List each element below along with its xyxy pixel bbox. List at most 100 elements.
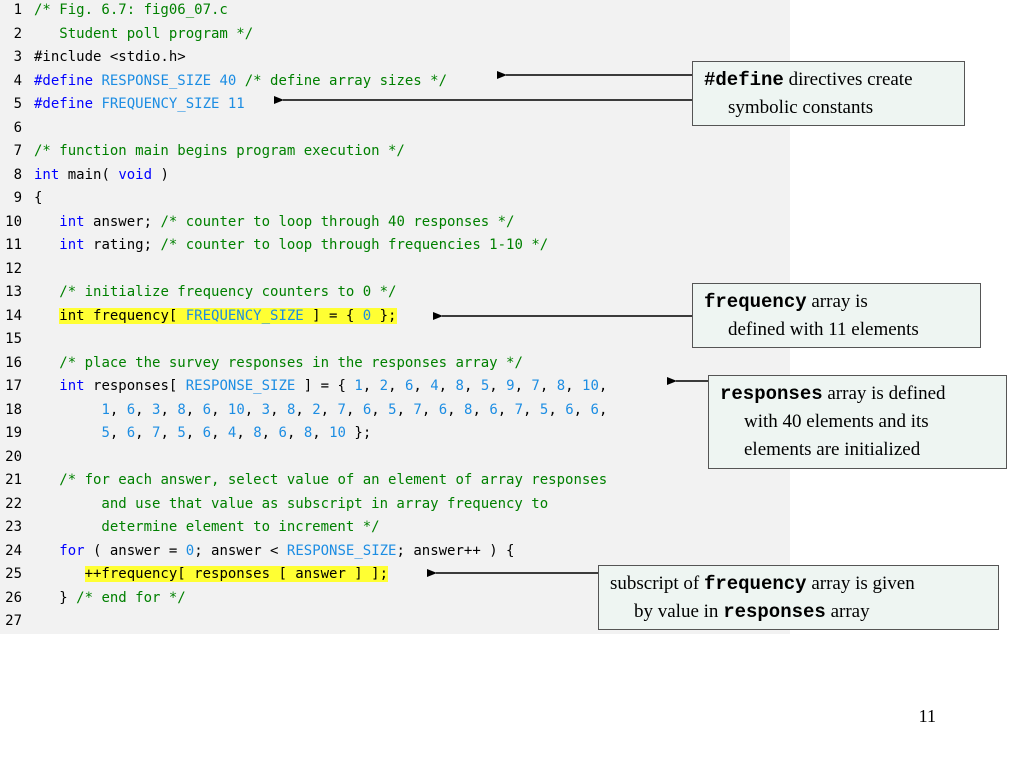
- code-line: 5, 6, 7, 5, 6, 4, 8, 6, 8, 10 };: [34, 423, 371, 443]
- code-token: 8: [177, 401, 186, 418]
- code-token: for: [59, 542, 85, 559]
- line-number: 22: [5, 495, 22, 512]
- line-number: 23: [5, 519, 22, 535]
- code-token: /* initialize frequency counters to 0 */: [59, 284, 397, 300]
- code-token: 10: [227, 401, 245, 418]
- callout-subscript-line2: by value in responses array: [610, 598, 990, 626]
- code-token: determine element to increment */: [34, 519, 380, 535]
- code-token: 2: [312, 401, 321, 418]
- code-token: 2: [379, 378, 389, 394]
- line-number: 16: [5, 354, 22, 371]
- code-token: ,: [489, 378, 507, 394]
- callout-subscript-text-pre: subscript of: [610, 573, 704, 594]
- code-token: 7: [152, 425, 161, 441]
- code-token: ,: [261, 425, 279, 441]
- code-token: 10: [582, 378, 599, 394]
- line-number: 10: [5, 213, 22, 230]
- code-token: [34, 425, 101, 441]
- code-token: ,: [514, 378, 532, 394]
- line-number: 9: [13, 190, 22, 206]
- code-token: rating;: [84, 237, 161, 253]
- code-token: 0: [362, 307, 372, 324]
- code-token: 8: [464, 401, 473, 418]
- code-token: ] = {: [295, 378, 355, 394]
- code-token: 8: [556, 378, 566, 394]
- code-token: ,: [211, 425, 228, 441]
- code-line: /* for each answer, select value of an e…: [34, 470, 607, 490]
- code-token: ,: [497, 401, 515, 418]
- code-line: determine element to increment */: [34, 517, 380, 537]
- callout-responses: responses array is defined with 40 eleme…: [708, 375, 1007, 469]
- code-token: 4: [430, 378, 439, 394]
- code-token: ,: [286, 425, 304, 441]
- code-token: Student poll program */: [34, 25, 254, 42]
- callout-responses-line3: elements are initialized: [744, 439, 921, 460]
- code-token: ,: [598, 378, 608, 394]
- code-token: [34, 378, 59, 394]
- code-token: 6: [590, 401, 599, 418]
- code-token: 8: [253, 425, 262, 441]
- line-number: 25: [5, 566, 22, 582]
- code-token: responses[: [84, 378, 186, 394]
- code-token: [34, 308, 59, 324]
- code-line: {: [34, 188, 42, 208]
- code-token: [34, 214, 59, 230]
- code-token: ; answer++ ) {: [396, 542, 515, 559]
- code-token: ,: [472, 401, 490, 418]
- line-number: 26: [5, 589, 22, 606]
- callout-frequency: frequency array is defined with 11 eleme…: [692, 283, 981, 348]
- code-line: int rating; /* counter to loop through f…: [34, 235, 548, 255]
- line-number: 2: [13, 25, 22, 42]
- code-token: /* function main begins program executio…: [34, 143, 405, 159]
- code-line: int answer; /* counter to loop through 4…: [34, 212, 514, 232]
- callout-subscript: subscript of frequency array is given by…: [598, 565, 999, 630]
- callout-subscript-keyword: frequency: [703, 573, 807, 595]
- line-number: 12: [5, 260, 22, 277]
- code-token: main(: [59, 166, 119, 183]
- line-number: 5: [13, 96, 22, 112]
- code-token: int: [59, 378, 85, 394]
- code-token: {: [34, 190, 43, 206]
- code-token: 6: [202, 401, 212, 418]
- code-token: #define: [34, 72, 102, 89]
- code-token: 6: [404, 378, 414, 394]
- code-token: ,: [160, 401, 178, 418]
- code-token: 5: [388, 401, 397, 418]
- code-token: int: [59, 213, 85, 230]
- code-line: int main( void ): [34, 165, 169, 185]
- code-token: 6: [278, 425, 287, 441]
- callout-frequency-line2: defined with 11 elements: [728, 319, 919, 340]
- code-token: 6: [126, 401, 136, 418]
- code-token: [34, 566, 85, 582]
- code-token: 6: [438, 401, 448, 418]
- code-token: ,: [109, 425, 127, 441]
- callout-responses-keyword: responses: [720, 383, 823, 405]
- code-token: 5: [539, 401, 549, 418]
- code-token: 8: [303, 425, 313, 441]
- code-token: ,: [160, 425, 178, 441]
- code-token: 6: [126, 425, 136, 441]
- line-number: 14: [5, 307, 22, 324]
- code-token: 8: [286, 401, 296, 418]
- code-token: ,: [312, 425, 330, 441]
- line-number: 18: [5, 401, 22, 418]
- code-token: 5: [177, 425, 186, 441]
- code-token: /* Fig. 6.7: fig06_07.c: [34, 2, 228, 18]
- code-token: 6: [489, 401, 498, 418]
- callout-frequency-text: array is: [806, 291, 868, 312]
- code-token: ,: [236, 425, 254, 441]
- code-token: ++frequency[ responses [ answer ] ];: [84, 566, 389, 582]
- code-token: ,: [371, 401, 389, 418]
- line-number: 7: [13, 143, 22, 159]
- line-number: 4: [13, 72, 22, 89]
- code-line: int frequency[ FREQUENCY_SIZE ] = { 0 };: [34, 306, 397, 326]
- code-token: 8: [455, 378, 464, 394]
- code-line: /* initialize frequency counters to 0 */: [34, 282, 396, 302]
- code-token: ,: [320, 401, 338, 418]
- callout-subscript-line2-rest: array: [825, 601, 870, 622]
- code-line: for ( answer = 0; answer < RESPONSE_SIZE…: [34, 541, 515, 561]
- code-token: ; answer <: [194, 542, 287, 559]
- callout-define: #define directives create symbolic const…: [692, 61, 965, 126]
- code-line: Student poll program */: [34, 24, 253, 44]
